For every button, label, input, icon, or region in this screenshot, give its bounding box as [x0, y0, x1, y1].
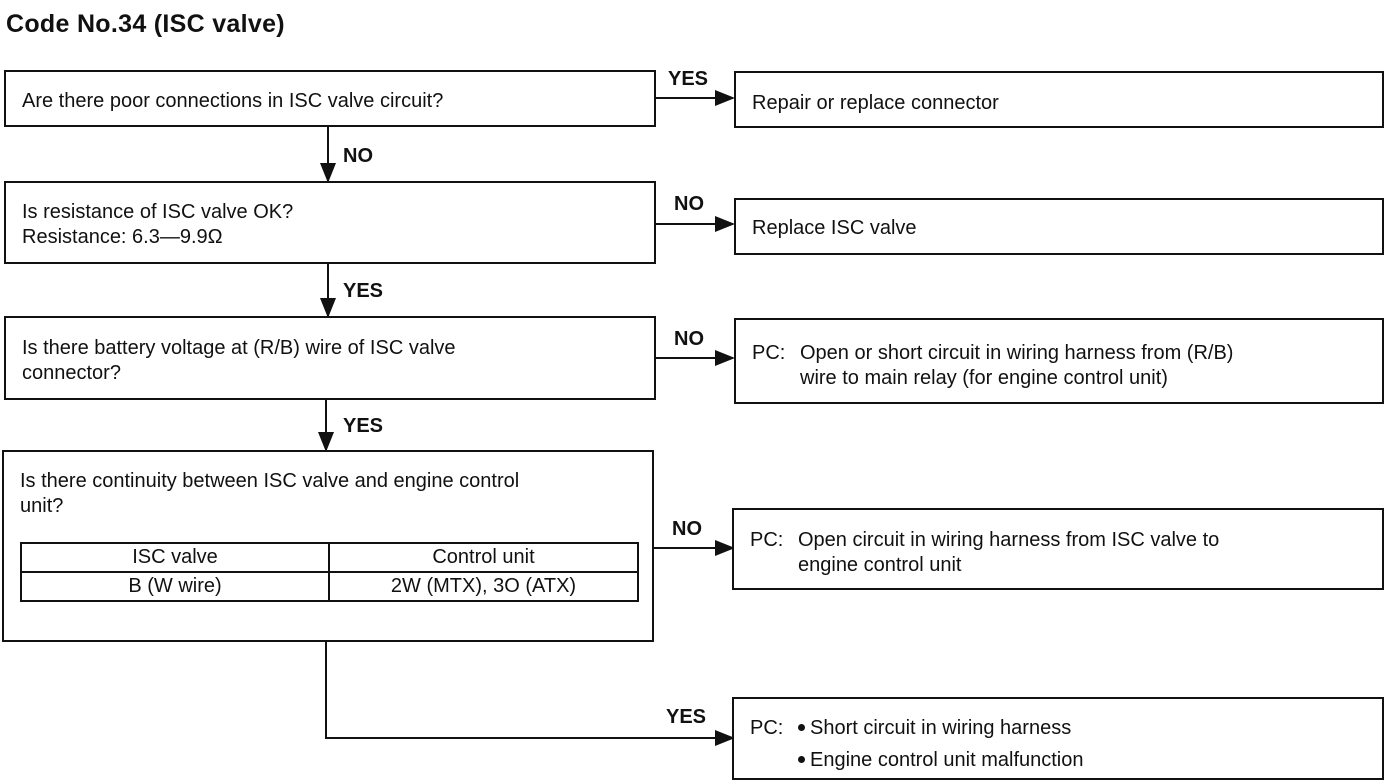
- question-box-4: Is there continuity between ISC valve an…: [2, 450, 654, 642]
- result-1-text: Repair or replace connector: [752, 92, 999, 114]
- question-box-3: Is there battery voltage at (R/B) wire o…: [4, 316, 656, 400]
- next-label-2: YES: [343, 280, 384, 302]
- question-box-2: Is resistance of ISC valve OK? Resistanc…: [4, 181, 656, 264]
- final-prefix: PC:: [750, 717, 784, 739]
- page-title: Code No.34 (ISC valve): [6, 10, 285, 38]
- result-box-1: Repair or replace connector: [734, 71, 1384, 128]
- question-box-1: Are there poor connections in ISC valve …: [4, 70, 656, 127]
- result-box-4: PC: Open circuit in wiring harness from …: [732, 508, 1384, 590]
- question-4-line2: unit?: [20, 495, 64, 517]
- result-3-prefix: PC:: [752, 342, 786, 364]
- next-label-4: YES: [666, 706, 707, 728]
- result-box-final: PC: Short circuit in wiring harness Engi…: [732, 697, 1384, 780]
- table-header-row: ISC valve Control unit: [20, 542, 639, 573]
- bullet-icon: [798, 723, 805, 731]
- question-2-line2: Resistance: 6.3—9.9Ω: [22, 226, 223, 248]
- question-3-line1: Is there battery voltage at (R/B) wire o…: [22, 337, 456, 359]
- final-item-1: Short circuit in wiring harness: [798, 716, 1071, 741]
- result-box-2: Replace ISC valve: [734, 198, 1384, 255]
- result-box-3: PC: Open or short circuit in wiring harn…: [734, 318, 1384, 404]
- question-3-line2: connector?: [22, 362, 121, 384]
- result-2-text: Replace ISC valve: [752, 217, 917, 239]
- next-label-3: YES: [343, 415, 384, 437]
- continuity-table: ISC valve Control unit B (W wire) 2W (MT…: [20, 542, 639, 602]
- result-4-line2: engine control unit: [798, 554, 962, 576]
- branch-label-3: NO: [674, 328, 704, 350]
- table-row: B (W wire) 2W (MTX), 3O (ATX): [20, 571, 639, 602]
- next-label-1: NO: [343, 145, 373, 167]
- result-3-line2: wire to main relay (for engine control u…: [800, 367, 1168, 389]
- result-3-line1: Open or short circuit in wiring harness …: [800, 342, 1234, 364]
- bullet-icon: [798, 755, 805, 763]
- table-header-cell: Control unit: [328, 542, 639, 573]
- result-4-prefix: PC:: [750, 529, 784, 551]
- question-1-text: Are there poor connections in ISC valve …: [22, 90, 444, 112]
- final-item-2: Engine control unit malfunction: [798, 748, 1084, 773]
- branch-label-2: NO: [674, 193, 704, 215]
- table-cell: B (W wire): [20, 571, 330, 602]
- result-4-line1: Open circuit in wiring harness from ISC …: [798, 529, 1220, 551]
- branch-label-4: NO: [672, 518, 702, 540]
- table-cell: 2W (MTX), 3O (ATX): [328, 571, 639, 602]
- table-header-cell: ISC valve: [20, 542, 330, 573]
- branch-label-1: YES: [668, 68, 709, 90]
- question-2-line1: Is resistance of ISC valve OK?: [22, 201, 294, 223]
- question-4-line1: Is there continuity between ISC valve an…: [20, 470, 520, 492]
